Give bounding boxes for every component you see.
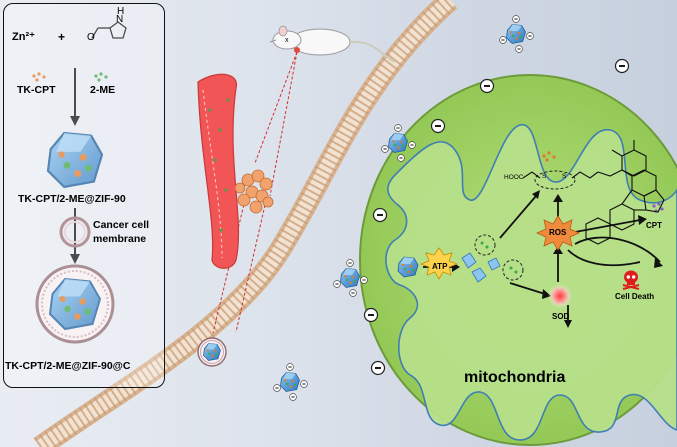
final-nanoparticle-label: TK-CPT/2-ME@ZIF-90@C xyxy=(5,360,131,372)
hooc-label: HOOC xyxy=(504,174,524,181)
membrane-label-line1: Cancer cell xyxy=(93,219,150,231)
cell-death-label: Cell Death xyxy=(615,292,655,301)
ros-label: ROS xyxy=(549,228,567,237)
svg-text:x: x xyxy=(285,37,289,44)
sulfur-1: S xyxy=(542,173,547,180)
sulfur-2: S xyxy=(562,173,567,180)
mouse-illustration: x xyxy=(269,25,396,63)
sod-label: SOD xyxy=(552,312,570,321)
zn-ion-label: Zn²⁺ xyxy=(12,31,35,43)
release-circles xyxy=(474,170,576,281)
sod-glow xyxy=(548,284,572,308)
plus-sign: + xyxy=(58,30,66,44)
imidazole-oxygen: O xyxy=(87,32,95,43)
imidazole-h: H xyxy=(117,6,125,17)
atp-burst xyxy=(419,247,459,280)
cell-membrane-band xyxy=(33,0,458,447)
zoom-guides xyxy=(212,51,298,334)
atp-label: ATP xyxy=(432,262,448,271)
tk-cpt-label: TK-CPT xyxy=(17,84,56,96)
skull-icon xyxy=(622,270,640,290)
released-drug-dots xyxy=(461,151,664,283)
mitochondria-label: mitochondria xyxy=(464,369,566,386)
zif-90-label: TK-CPT/2-ME@ZIF-90 xyxy=(18,193,126,205)
tumor-cluster xyxy=(234,169,274,214)
mitochondrion xyxy=(359,74,677,446)
cpt-label: CPT xyxy=(646,221,662,230)
2-me-label: 2-ME xyxy=(90,84,116,96)
ros-burst xyxy=(536,215,580,251)
synthesis-panel xyxy=(3,3,165,388)
blood-vessel xyxy=(197,73,240,269)
membrane-label-line2: membrane xyxy=(93,233,147,245)
imidazole-n: N xyxy=(116,14,124,25)
panel-drawings xyxy=(32,21,127,344)
tk-cpt-structure xyxy=(522,140,665,245)
